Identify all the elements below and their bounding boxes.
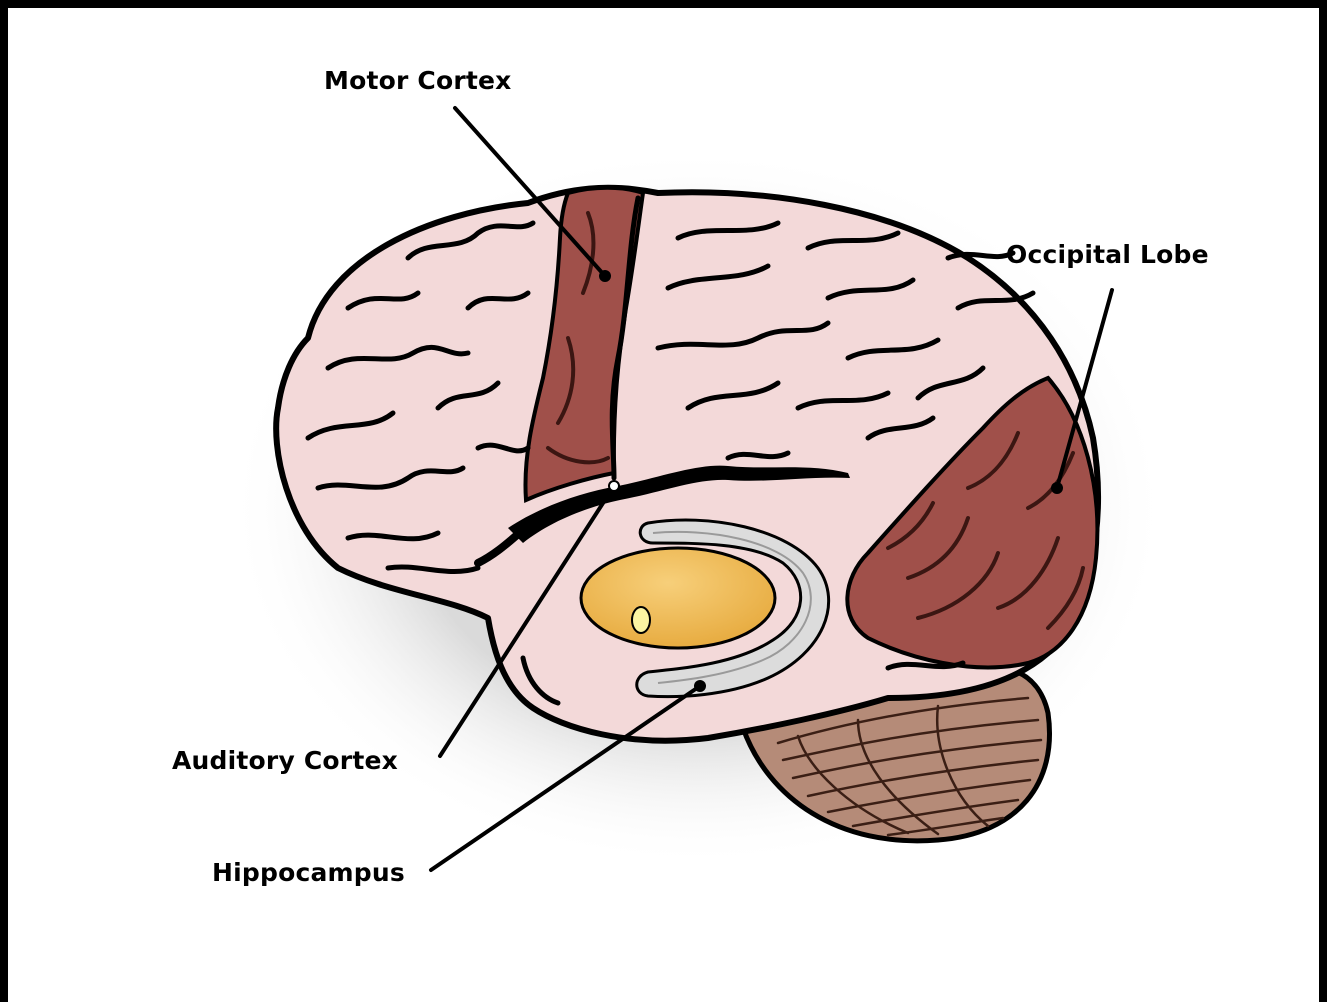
auditory-cortex-marker <box>609 481 619 491</box>
occipital-lobe-marker <box>1051 482 1063 494</box>
hippocampus-marker <box>694 680 706 692</box>
motor-cortex-label: Motor Cortex <box>324 66 512 95</box>
thalamus-structure <box>581 548 775 648</box>
auditory-cortex-label: Auditory Cortex <box>172 746 398 775</box>
occipital-lobe-label: Occipital Lobe <box>1006 240 1209 269</box>
motor-cortex-marker <box>599 270 611 282</box>
brain-diagram <box>8 8 1319 1002</box>
hippocampus-label: Hippocampus <box>212 858 405 887</box>
